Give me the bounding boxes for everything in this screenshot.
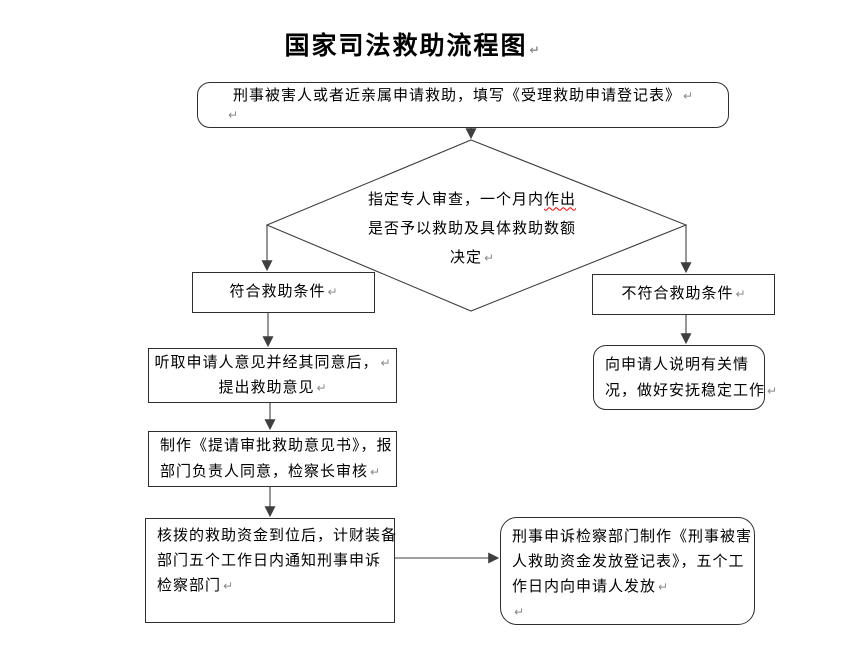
- node-listen-line1: 听取申请人意见并经其同意后，↵: [154, 354, 391, 371]
- node-issue-line4: ↵: [512, 600, 748, 625]
- eol-mark: ↵: [228, 108, 239, 122]
- eol-mark: ↵: [682, 89, 694, 103]
- node-draft-line1: 制作《提请审批救助意见书》，报: [160, 438, 393, 454]
- node-issue-line2: 人救助资金发放登记表》，五个工: [512, 554, 745, 570]
- node-decision-text: 指定专人审查，一个月内作出 是否予以救助及具体救助数额 决定↵: [332, 184, 612, 274]
- misspelled-text: 作出: [544, 191, 577, 208]
- node-draft: 制作《提请审批救助意见书》，报 部门负责人同意，检察长审核↵: [148, 431, 397, 487]
- eol-mark: ↵: [483, 250, 495, 265]
- node-listen: 听取申请人意见并经其同意后，↵ 提出救助意见↵: [148, 348, 397, 403]
- node-funds-line3: 检察部门↵: [157, 578, 234, 594]
- eol-mark: ↵: [316, 380, 327, 395]
- node-apply-line2: ↵: [198, 106, 728, 125]
- node-funds-line1: 核拨的救助资金到位后，计财装备: [157, 528, 398, 544]
- eol-mark: ↵: [514, 605, 525, 619]
- decision-line2: 是否予以救助及具体救助数额: [367, 220, 576, 237]
- node-ineligible: 不符合救助条件↵: [592, 274, 775, 315]
- eol-mark: ↵: [370, 465, 381, 479]
- node-explain: 向申请人说明有关情 况，做好安抚稳定工作↵: [593, 345, 778, 410]
- node-funds: 核拨的救助资金到位后，计财装备 部门五个工作日内通知刑事申诉 检察部门↵: [145, 518, 398, 623]
- eol-mark: ↵: [735, 287, 746, 301]
- node-issue-line1: 刑事申诉检察部门制作《刑事被害: [512, 529, 753, 545]
- node-ineligible-line1: 不符合救助条件↵: [621, 286, 746, 302]
- node-eligible-line1: 符合救助条件↵: [229, 284, 338, 300]
- node-apply-line1: 刑事被害人或者近亲属申请救助，填写《受理救助申请登记表》↵: [232, 88, 694, 104]
- eol-mark: ↵: [767, 383, 778, 398]
- page-title-text: 国家司法救助流程图: [284, 33, 528, 60]
- eol-mark: ↵: [529, 43, 540, 57]
- node-issue-line3: 作日内向申请人发放↵: [512, 579, 669, 595]
- eol-mark: ↵: [223, 579, 234, 593]
- decision-line1: 指定专人审查，一个月内作出: [367, 191, 577, 208]
- eol-mark: ↵: [658, 580, 669, 594]
- node-listen-line2: 提出救助意见↵: [218, 379, 327, 396]
- eol-mark: ↵: [380, 355, 391, 370]
- node-eligible: 符合救助条件↵: [192, 272, 375, 313]
- page-title: 国家司法救助流程图↵: [197, 26, 627, 62]
- node-issue: 刑事申诉检察部门制作《刑事被害 人救助资金发放登记表》，五个工 作日内向申请人发…: [500, 517, 755, 625]
- node-explain-line2: 况，做好安抚稳定工作↵: [605, 382, 778, 399]
- decision-line3: 决定↵: [449, 249, 495, 266]
- node-explain-line1: 向申请人说明有关情: [605, 356, 750, 373]
- eol-mark: ↵: [327, 285, 338, 299]
- node-apply: 刑事被害人或者近亲属申请救助，填写《受理救助申请登记表》↵ ↵: [197, 82, 729, 128]
- node-draft-line2: 部门负责人同意，检察长审核↵: [160, 464, 381, 480]
- node-funds-line2: 部门五个工作日内通知刑事申诉: [157, 553, 382, 569]
